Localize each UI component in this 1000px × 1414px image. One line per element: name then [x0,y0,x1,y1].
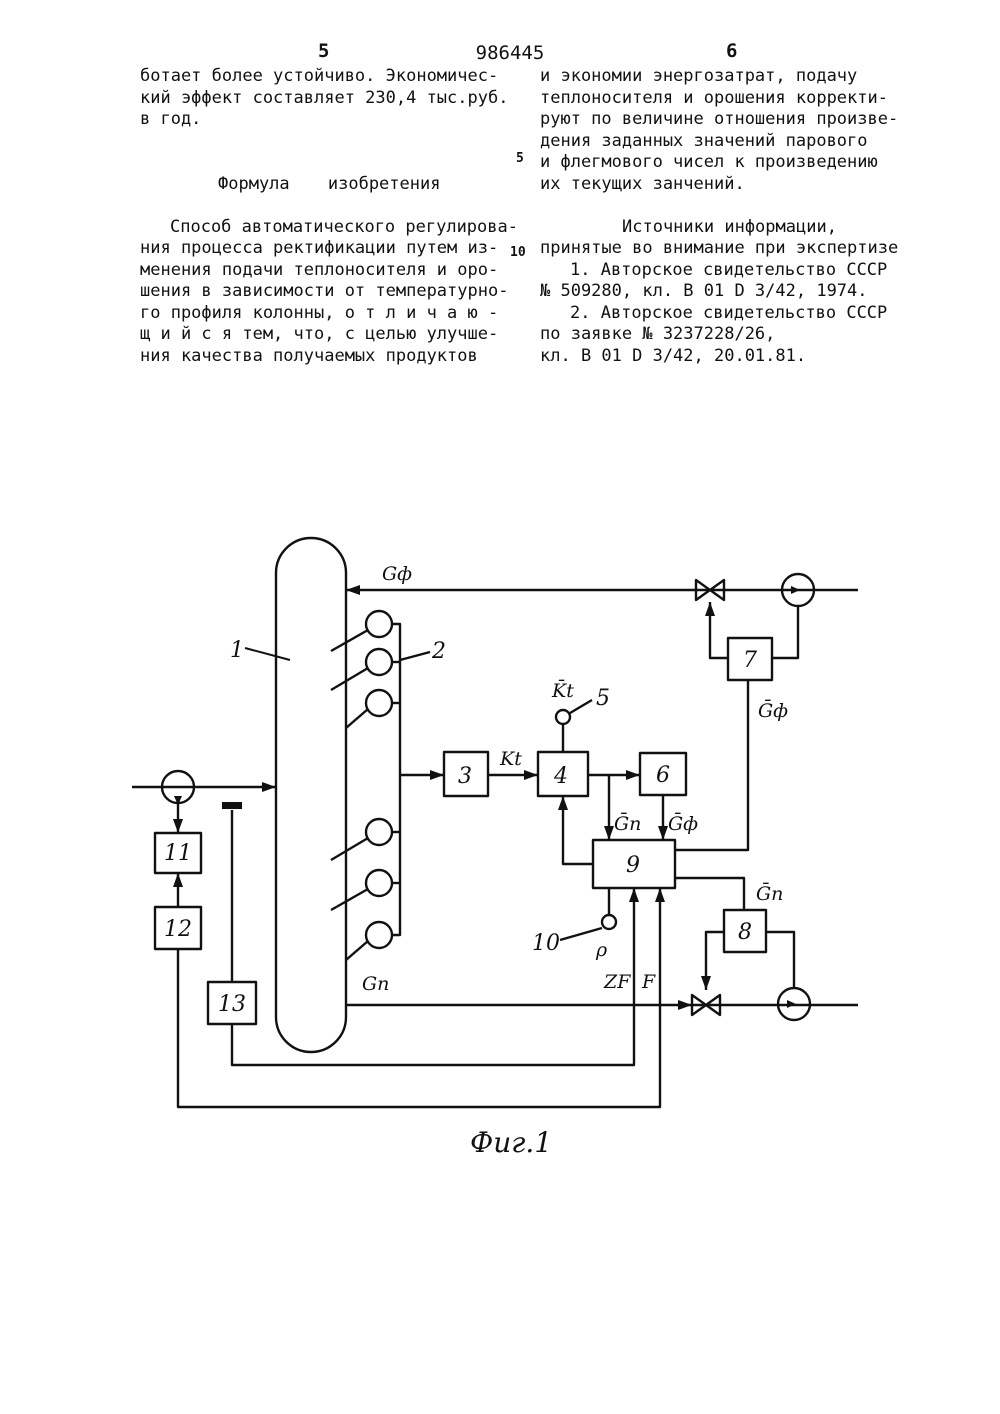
label-block-12: 12 [164,917,192,942]
signal-gp-out: Ḡп [756,881,783,905]
temperature-sensor [366,922,392,948]
temperature-sensor [366,870,392,896]
temperature-sensor [366,649,392,675]
label-block-3: 3 [458,764,472,789]
label-sensors-2: 2 [431,639,446,664]
temperature-sensor [366,819,392,845]
label-block-13: 13 [218,992,246,1017]
signal-kt-set: K̄t [551,679,574,702]
label-block-7: 7 [743,648,757,673]
setpoint-5 [556,710,570,724]
setpoint-10 [602,915,616,929]
signal-bottom: Gп [362,973,389,995]
temperature-sensor [366,611,392,637]
temperature-sensor [366,690,392,716]
signal-reflux-top: Gф [382,563,412,585]
signal-zf: ZF [603,971,631,993]
signal-f: F [641,971,656,993]
label-block-11: 11 [164,841,192,866]
label-column-1: 1 [230,638,244,663]
signal-kt: Kt [499,748,522,770]
label-block-8: 8 [738,920,752,945]
label-setpoint-5: 5 [596,686,610,711]
label-block-4: 4 [553,764,568,789]
signal-gf-set: Ḡф [668,811,698,835]
figure-caption: Фиг.1 [470,1126,552,1159]
label-block-6: 6 [656,763,670,788]
label-block-9: 9 [626,853,640,878]
label-setpoint-10: 10 [532,931,560,956]
signal-gf-out: Ḡф [758,698,788,722]
distillation-column [276,538,346,1052]
signal-gp-set: Ḡп [614,811,641,835]
signal-rho: ρ [595,939,608,961]
